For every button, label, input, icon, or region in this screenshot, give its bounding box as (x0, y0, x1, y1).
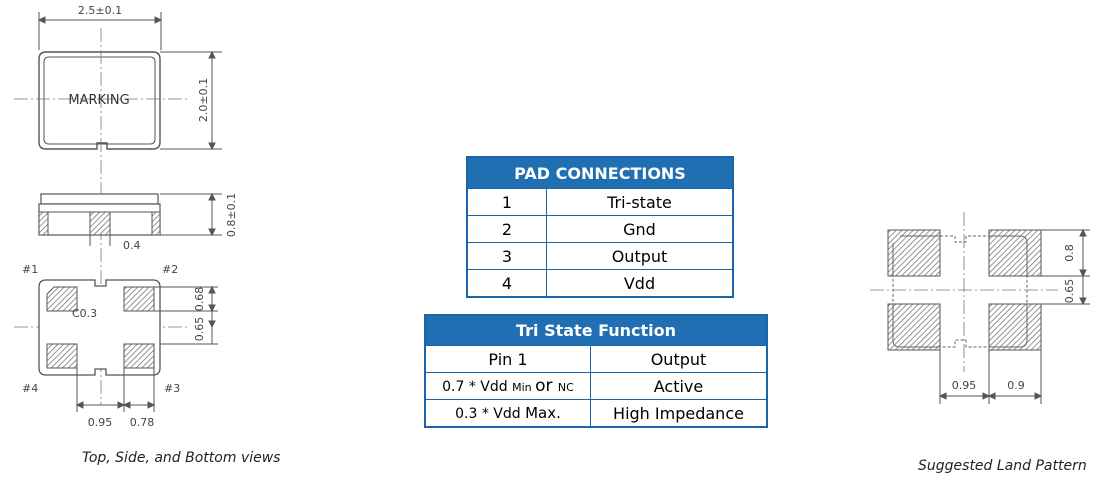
land-width-dimension (938, 350, 1043, 404)
side-width-label: 0.4 (123, 239, 141, 252)
pin-function: Vdd (546, 269, 734, 298)
tri-header-left: Pin 1 (424, 345, 591, 373)
pad-4 (46, 343, 78, 369)
tri-cond-1-nc: NC (557, 381, 574, 394)
table-row: 2 Gnd (466, 215, 734, 243)
pin-number: 2 (466, 215, 547, 243)
tri-condition-2: 0.3 * Vdd Max. (424, 399, 591, 428)
pad-1 (46, 286, 78, 312)
tri-condition-1: 0.7 * Vdd Min or NC (424, 372, 591, 400)
tri-result-2: High Impedance (590, 399, 768, 428)
pin1-label: #1 (22, 263, 38, 276)
tri-cond-2-value: 0.3 * Vdd (455, 406, 526, 422)
tri-state-table: Tri State Function Pin 1 Output 0.7 * Vd… (424, 314, 768, 428)
pin-number: 1 (466, 188, 547, 216)
side-view (38, 193, 161, 236)
bottom-width-dimension (75, 368, 156, 412)
package-drawing: 2.5±0.1 MARKING 2.0±0.1 0.8±0.1 0.4 (14, 4, 238, 429)
land-pad-gap-label: 0.65 (1063, 279, 1076, 304)
tri-result-1: Active (590, 372, 768, 400)
pin-function: Output (546, 242, 734, 270)
tri-cond-1-value: 0.7 * Vdd (442, 379, 513, 395)
tri-cond-1-or: or (535, 376, 558, 396)
pin3-label: #3 (164, 382, 180, 395)
land-pattern-drawing: 0.8 0.65 0.95 0.9 (870, 212, 1090, 404)
tri-cond-2-max: Max. (525, 404, 561, 422)
tri-state-title: Tri State Function (424, 314, 768, 346)
land-pad-height-label: 0.8 (1063, 244, 1076, 262)
top-width-label: 2.5±0.1 (78, 4, 122, 17)
table-row: 1 Tri-state (466, 188, 734, 216)
bottom-pad-width-label: 0.78 (130, 416, 155, 429)
chamfer-label: C0.3 (72, 307, 97, 320)
bottom-height-dimension (154, 285, 218, 345)
pin4-label: #4 (22, 382, 38, 395)
table-row: 0.3 * Vdd Max. High Impedance (424, 399, 768, 428)
bottom-pad-offset-label: 0.65 (193, 317, 206, 342)
land-pad-3 (988, 303, 1042, 351)
land-pad-2 (988, 229, 1042, 277)
tri-header-right: Output (590, 345, 768, 373)
top-view (38, 51, 161, 150)
table-row: 3 Output (466, 242, 734, 270)
land-centerlines (870, 212, 1058, 372)
top-height-dimension (160, 50, 222, 151)
marking-label: MARKING (68, 93, 129, 108)
land-pad-width-label: 0.9 (1007, 379, 1025, 392)
top-height-label: 2.0±0.1 (197, 78, 210, 122)
right-caption: Suggested Land Pattern (918, 458, 1087, 474)
tri-cond-1-min: Min (512, 381, 536, 394)
table-row: Pin 1 Output (424, 345, 768, 373)
land-pad-1 (887, 229, 941, 277)
table-row: 4 Vdd (466, 269, 734, 298)
land-pitch-label: 0.95 (952, 379, 977, 392)
land-pad-4 (887, 303, 941, 351)
left-caption: Top, Side, and Bottom views (82, 450, 281, 466)
pad-connections-title: PAD CONNECTIONS (466, 156, 734, 189)
pin-number: 4 (466, 269, 547, 298)
pad-2 (123, 286, 155, 312)
pin-function: Tri-state (546, 188, 734, 216)
bottom-pad-height-label: 0.68 (193, 287, 206, 312)
pin-function: Gnd (546, 215, 734, 243)
pad-3 (123, 343, 155, 369)
pin2-label: #2 (162, 263, 178, 276)
top-width-dimension (37, 12, 163, 50)
side-height-dimension (89, 192, 222, 246)
land-height-dimension (1041, 228, 1090, 306)
side-height-label: 0.8±0.1 (225, 193, 238, 237)
bottom-view (38, 279, 161, 376)
bottom-pitch-label: 0.95 (88, 416, 113, 429)
pad-connections-table: PAD CONNECTIONS 1 Tri-state 2 Gnd 3 Outp… (466, 156, 734, 298)
table-row: 0.7 * Vdd Min or NC Active (424, 372, 768, 400)
pin-number: 3 (466, 242, 547, 270)
